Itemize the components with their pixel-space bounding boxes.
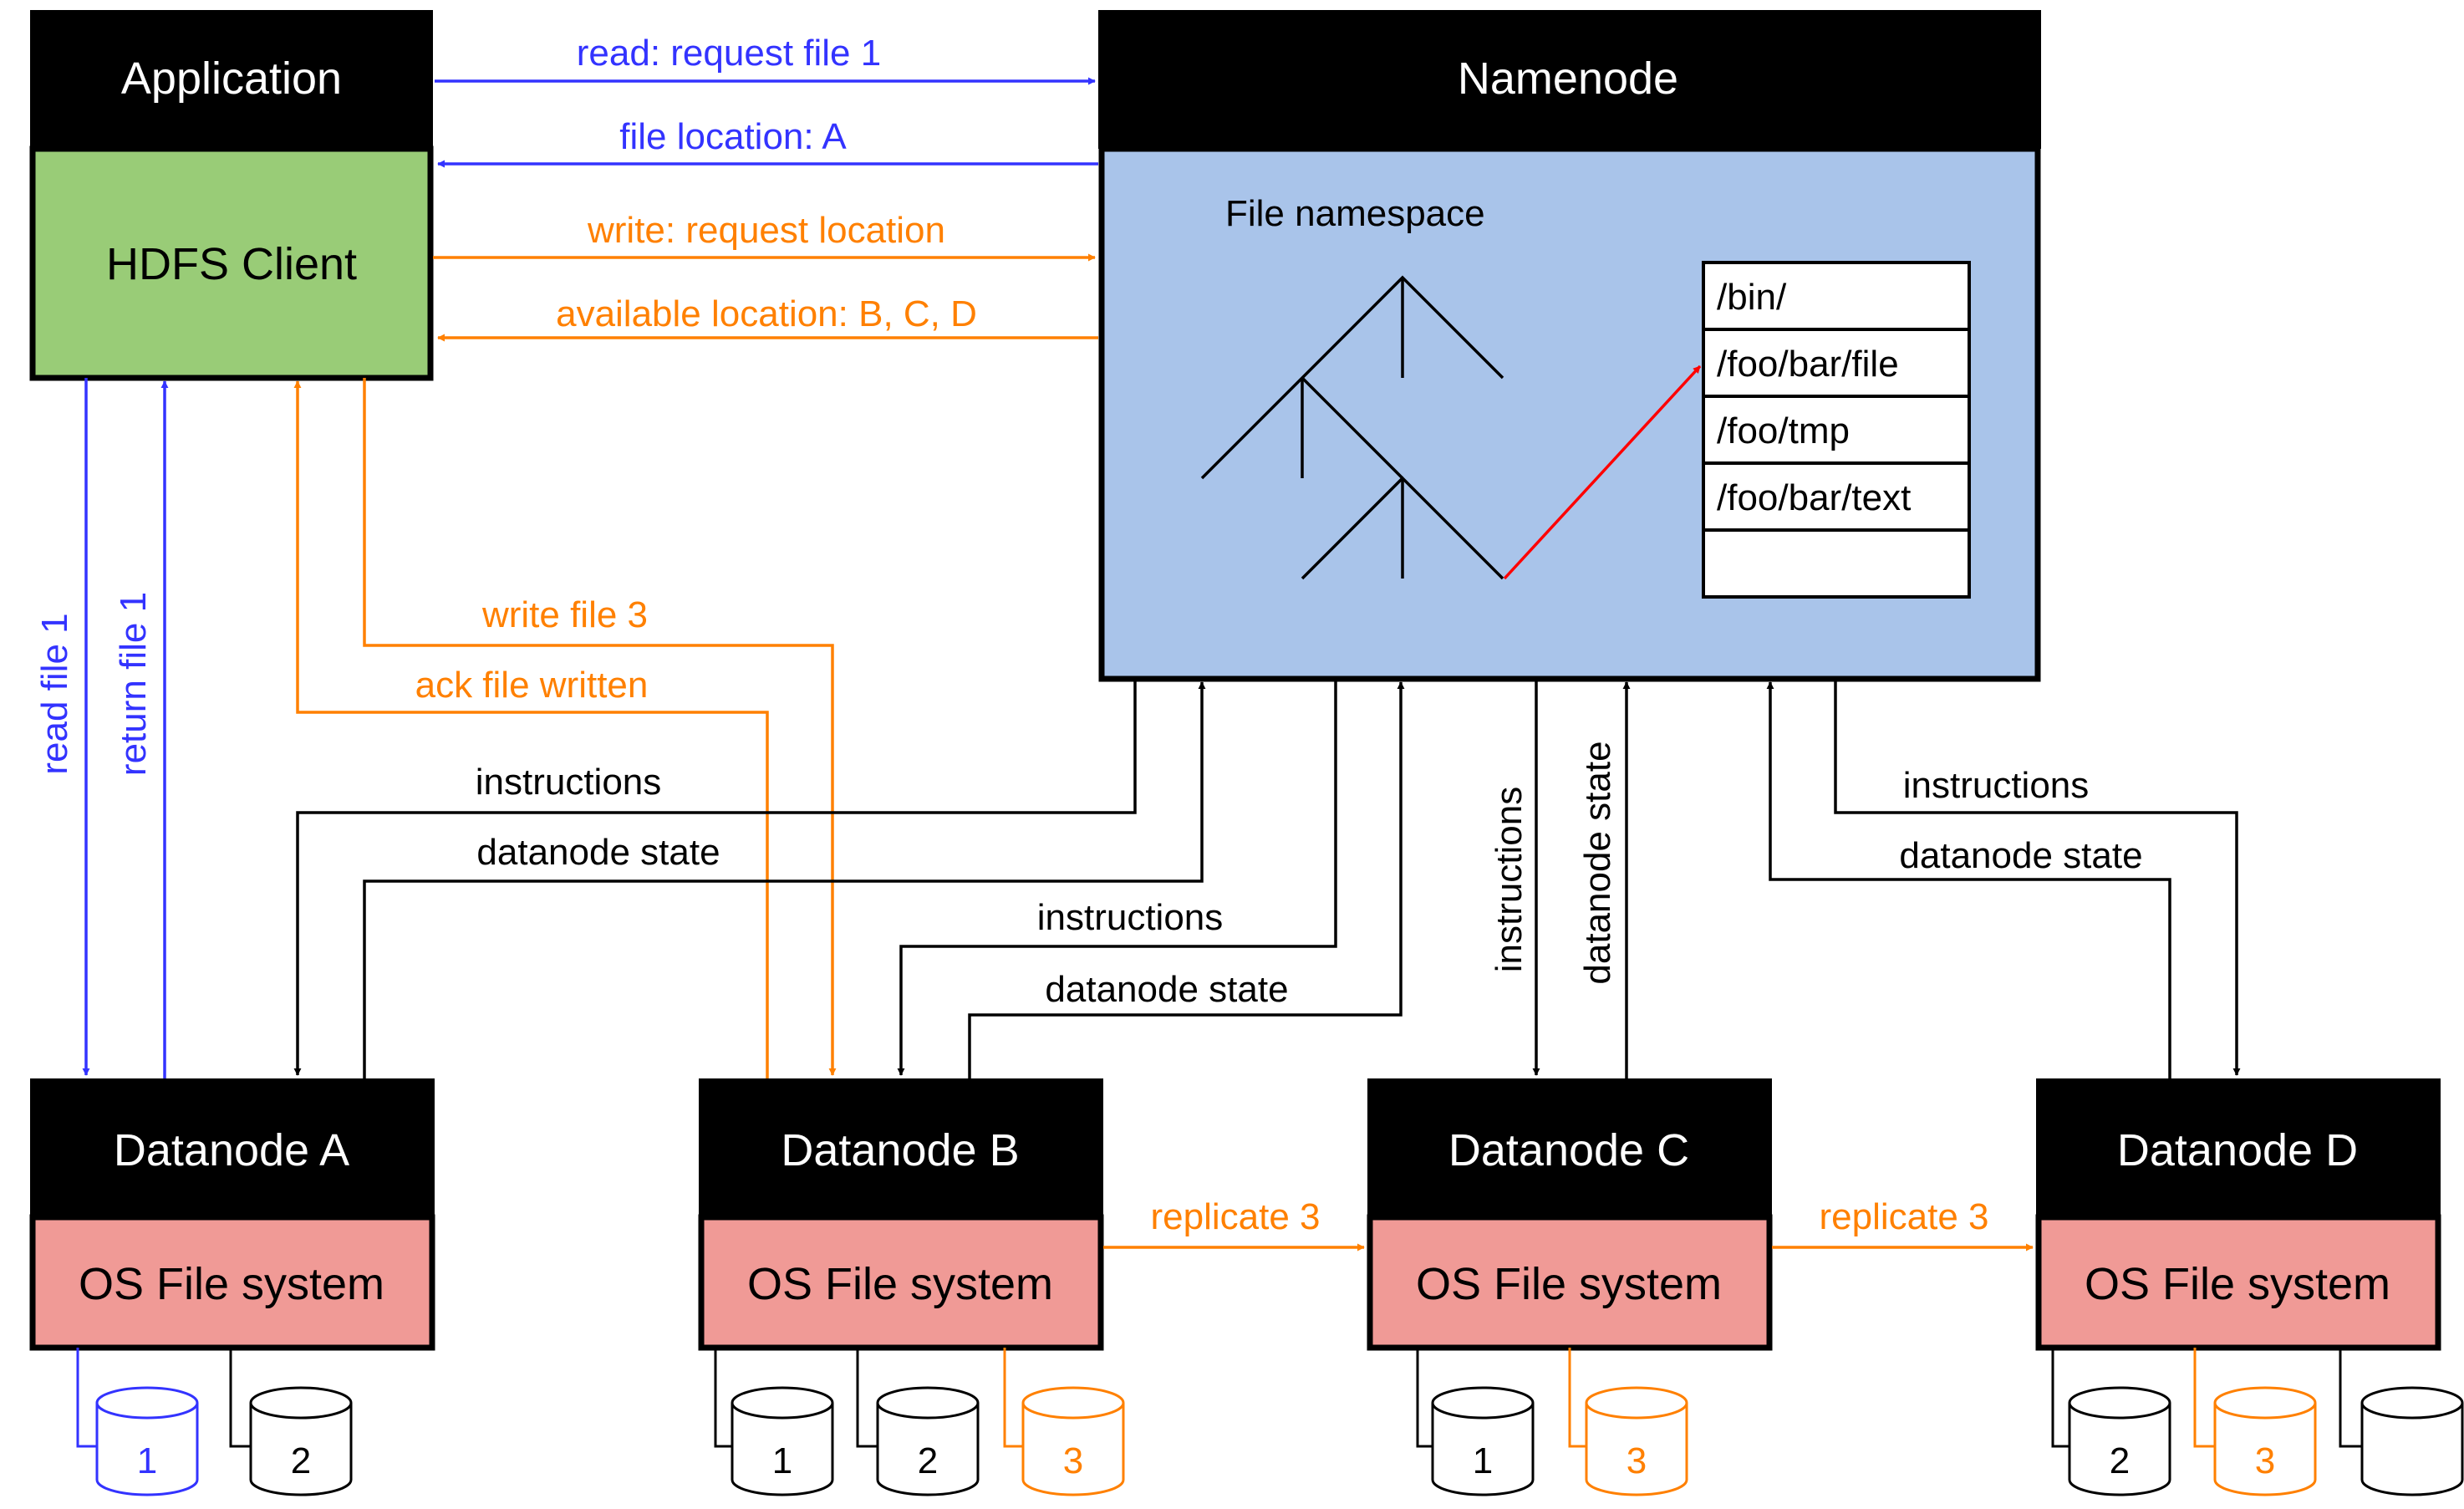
datanode-c: Datanode C OS File system	[1367, 1078, 1773, 1351]
read-request-label: read: request file 1	[577, 33, 881, 74]
disk-c1: 1	[1416, 1348, 1535, 1496]
datanode-c-fs	[1367, 1214, 1773, 1351]
state-c-label: datanode state	[1577, 741, 1618, 984]
disk-label: 3	[1627, 1440, 1647, 1481]
disk-c3: 3	[1568, 1348, 1688, 1496]
namespace-entry: /foo/bar/file	[1717, 344, 1899, 385]
datanode-a-title: Datanode A	[114, 1125, 349, 1175]
namespace-entry: /bin/	[1717, 277, 1787, 318]
available-location-label: available location: B, C, D	[556, 293, 977, 334]
namespace-entry: /foo/tmp	[1717, 410, 1850, 451]
write-file-arrow	[363, 378, 837, 1076]
disk-d-empty	[2339, 1348, 2464, 1496]
disk-label: 3	[2255, 1440, 2275, 1481]
lookup-arrow	[1503, 365, 1702, 580]
client-datanode-arrows	[82, 378, 837, 1078]
datanode-b: Datanode B OS File system	[698, 1078, 1104, 1351]
client-namenode-arrows	[433, 77, 1098, 342]
namenode: Namenode File namespace /bin/ /foo/bar/f…	[1098, 10, 2041, 682]
state-d-label: datanode state	[1899, 835, 2142, 876]
disk-label: 1	[1473, 1440, 1493, 1481]
disks: 1 2 1 2 3	[76, 1348, 2464, 1496]
datanode-b-fs-label: OS File system	[747, 1259, 1053, 1309]
instructions-a-arrow	[293, 679, 1137, 1076]
namenode-header	[1098, 10, 2041, 149]
instructions-d-arrow	[1834, 679, 2241, 1076]
application-node: Application HDFS Client	[29, 10, 434, 381]
application-header	[30, 10, 433, 149]
disk-label: 2	[918, 1440, 938, 1481]
hdfs-client-label: HDFS Client	[106, 239, 357, 289]
write-request-label: write: request location	[587, 210, 945, 251]
state-a-arrow	[363, 681, 1206, 1078]
return-file-label: return file 1	[113, 592, 154, 776]
datanode-b-header	[699, 1078, 1103, 1217]
ack-written-arrow	[293, 380, 769, 1078]
disk-b1: 1	[714, 1348, 834, 1496]
replicate-bc-label: replicate 3	[1150, 1196, 1320, 1237]
datanode-c-header	[1367, 1078, 1772, 1217]
instructions-d-label: instructions	[1903, 765, 2090, 806]
disk-label: 2	[291, 1440, 311, 1481]
disk-label: 1	[137, 1440, 157, 1481]
datanode-a: Datanode A OS File system	[29, 1078, 435, 1351]
datanode-c-title: Datanode C	[1448, 1125, 1689, 1175]
datanode-d-fs	[2035, 1214, 2441, 1351]
application-title: Application	[121, 54, 342, 104]
disk-d2: 2	[2051, 1348, 2171, 1496]
datanode-d-title: Datanode D	[2117, 1125, 2358, 1175]
instructions-b-arrow	[897, 679, 1337, 1076]
disk-b2: 2	[856, 1348, 980, 1496]
file-namespace-label: File namespace	[1225, 193, 1485, 234]
disk-label: 2	[2110, 1440, 2130, 1481]
datanode-d-fs-label: OS File system	[2085, 1259, 2390, 1309]
instructions-a-label: instructions	[476, 762, 662, 803]
namespace-entry: /foo/bar/text	[1717, 477, 1911, 518]
namespace-table: /bin/ /foo/bar/file /foo/tmp /foo/bar/te…	[1702, 261, 1971, 599]
disk-a2: 2	[229, 1348, 353, 1496]
ack-written-label: ack file written	[415, 665, 649, 706]
state-b-arrow	[968, 681, 1405, 1078]
hdfs-client-panel	[29, 145, 434, 381]
namenode-title: Namenode	[1458, 54, 1678, 104]
heartbeat-arrows	[293, 679, 2241, 1078]
read-file-label: read file 1	[34, 613, 75, 774]
instructions-b-label: instructions	[1037, 897, 1224, 938]
file-location-label: file location: A	[619, 116, 847, 157]
datanode-a-fs	[29, 1214, 435, 1351]
datanode-b-title: Datanode B	[781, 1125, 1019, 1175]
datanode-d: Datanode D OS File system	[2035, 1078, 2441, 1351]
state-b-label: datanode state	[1045, 969, 1288, 1010]
disk-d3: 3	[2193, 1348, 2317, 1496]
disk-label: 1	[772, 1440, 792, 1481]
datanode-c-fs-label: OS File system	[1416, 1259, 1722, 1309]
state-a-label: datanode state	[476, 832, 720, 873]
state-d-arrow	[1766, 681, 2171, 1078]
datanode-a-fs-label: OS File system	[79, 1259, 384, 1309]
disk-b3: 3	[1003, 1348, 1125, 1496]
datanode-a-header	[30, 1078, 435, 1217]
namespace-table-frame	[1702, 261, 1971, 599]
disk-a1: 1	[76, 1348, 199, 1496]
namespace-tree	[1200, 275, 1504, 580]
write-file-label: write file 3	[481, 594, 648, 635]
replicate-cd-label: replicate 3	[1819, 1196, 1988, 1237]
instructions-c-label: instructions	[1489, 787, 1530, 973]
disk-label: 3	[1063, 1440, 1083, 1481]
datanode-b-fs	[698, 1214, 1104, 1351]
datanode-d-header	[2036, 1078, 2441, 1217]
